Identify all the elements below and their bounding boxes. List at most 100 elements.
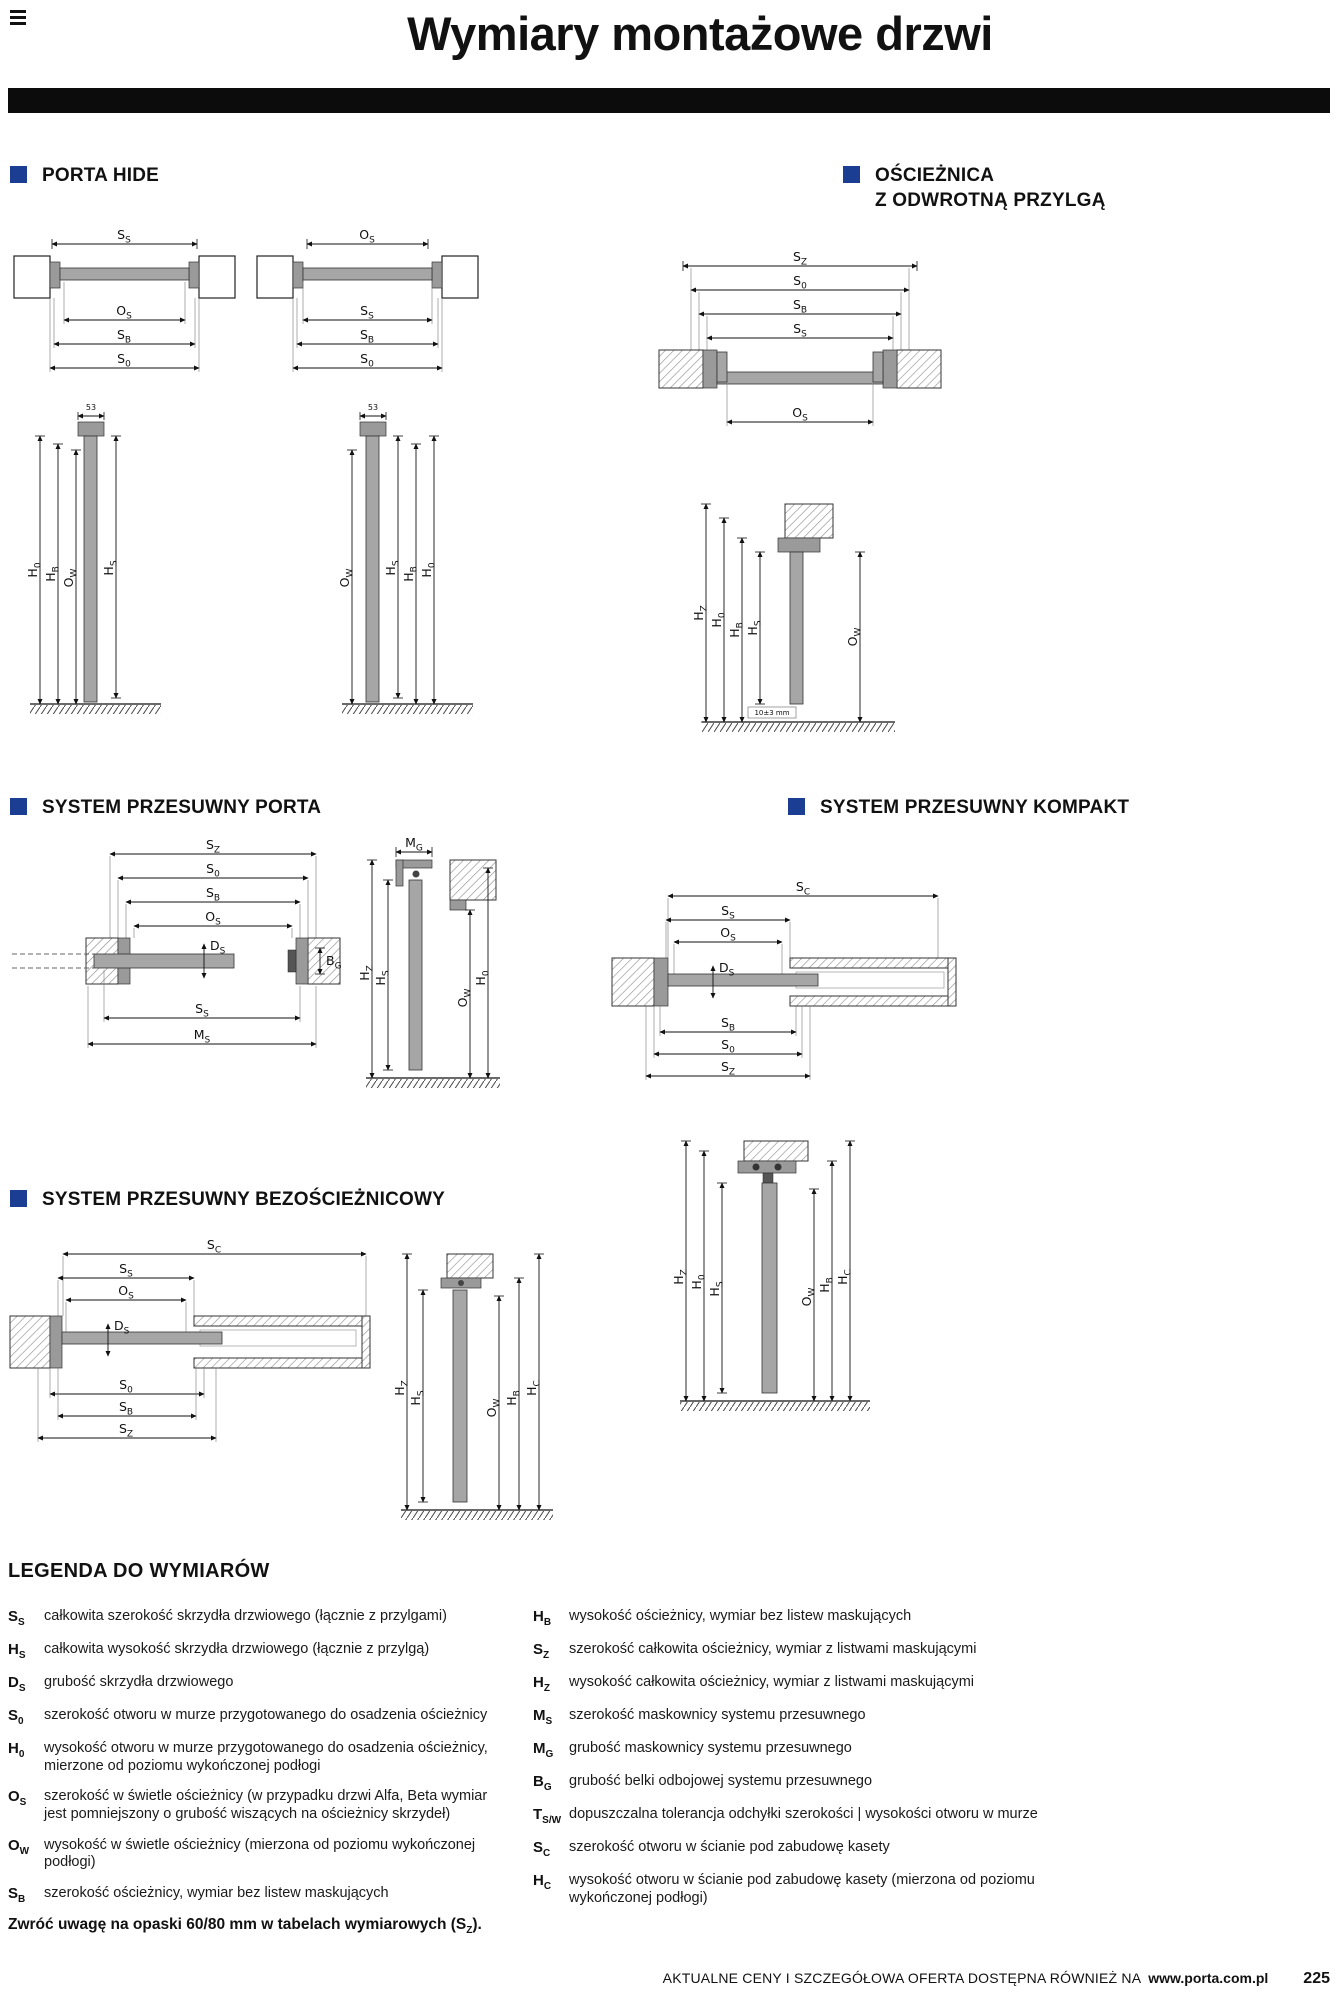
legend-symbol: H0 bbox=[8, 1740, 44, 1760]
dim-h0: H0 bbox=[709, 517, 729, 723]
wall-right bbox=[441, 255, 479, 299]
dim-hb: HB bbox=[817, 1160, 837, 1402]
dim-ow: OW bbox=[799, 1188, 819, 1402]
footer-link[interactable]: www.porta.com.pl bbox=[1148, 1970, 1269, 1986]
frame-profile-left bbox=[49, 261, 61, 289]
dim-sc: SC bbox=[62, 1237, 367, 1316]
symbol-sub: S bbox=[19, 1797, 27, 1809]
svg-text:OW: OW bbox=[455, 989, 474, 1008]
dim-h0: H0 bbox=[473, 867, 493, 1079]
legend-text: wysokość otworu w ścianie pod zabudowę k… bbox=[569, 1872, 1035, 1906]
svg-text:SZ: SZ bbox=[793, 249, 807, 268]
dim-hz: HZ bbox=[357, 859, 377, 1079]
symbol-main: S bbox=[8, 1885, 19, 1903]
svg-text:SB: SB bbox=[206, 885, 220, 904]
section-header-przesuwny-porta: SYSTEM PRZESUWNY PORTA bbox=[10, 796, 321, 821]
legend-symbol: HS bbox=[8, 1641, 44, 1661]
legend-text: wysokość ościeżnicy, wymiar bez listew m… bbox=[569, 1608, 912, 1624]
svg-text:H0: H0 bbox=[689, 1274, 708, 1289]
frame-head-profile bbox=[77, 421, 105, 437]
frame-profile-right bbox=[188, 261, 200, 289]
dim-hs: HS bbox=[383, 435, 403, 699]
buffer-beam bbox=[287, 949, 297, 973]
symbol-sub: C bbox=[543, 1881, 552, 1892]
page-title: Wymiary montażowe drzwi bbox=[407, 7, 993, 60]
diagram-porta-hide-plan-2: OS SS SB S0 bbox=[256, 227, 479, 372]
svg-text:OS: OS bbox=[116, 303, 132, 322]
svg-text:DS: DS bbox=[210, 938, 226, 957]
door-leaf bbox=[61, 1331, 223, 1345]
symbol-main: B bbox=[533, 1773, 544, 1790]
svg-text:SS: SS bbox=[360, 303, 374, 322]
svg-text:OW: OW bbox=[61, 569, 80, 588]
legend-symbol: SC bbox=[533, 1839, 569, 1859]
symbol-sub: Z bbox=[543, 1683, 550, 1694]
svg-text:HB: HB bbox=[817, 1277, 836, 1293]
header-bar bbox=[8, 88, 1330, 113]
legend-title: LEGENDA DO WYMIARÓW bbox=[8, 1560, 270, 1582]
dim-os: OS bbox=[726, 384, 874, 426]
svg-text:SS: SS bbox=[119, 1261, 133, 1280]
menu-icon[interactable] bbox=[10, 10, 26, 25]
wall-right bbox=[307, 937, 341, 985]
page-number: 225 bbox=[1303, 1970, 1330, 1987]
symbol-main: S bbox=[8, 1707, 19, 1724]
door-leaf bbox=[83, 435, 98, 703]
dim-ds: DS bbox=[201, 938, 226, 979]
symbol-sub: S bbox=[18, 1650, 26, 1661]
floor-hatch bbox=[702, 723, 895, 732]
svg-text:OW: OW bbox=[799, 1288, 818, 1307]
legend-symbol: SZ bbox=[533, 1641, 569, 1661]
legend-symbol: OS bbox=[8, 1788, 44, 1808]
cassette-cap bbox=[361, 1315, 371, 1369]
svg-text:H0: H0 bbox=[25, 562, 44, 577]
legend-symbol: DS bbox=[8, 1674, 44, 1694]
legend-symbol: S0 bbox=[8, 1707, 44, 1727]
svg-text:HB: HB bbox=[43, 566, 62, 582]
svg-text:BG: BG bbox=[326, 953, 342, 972]
symbol-main: D bbox=[8, 1674, 19, 1691]
symbol-sub: B bbox=[18, 1894, 26, 1906]
dim-h0: H0 bbox=[25, 435, 45, 705]
door-leaf bbox=[716, 371, 884, 385]
frame-head-profile bbox=[777, 537, 821, 553]
dim-53: 53 bbox=[77, 403, 105, 420]
dim-hb: HB bbox=[43, 443, 63, 705]
svg-text:S0: S0 bbox=[360, 351, 374, 370]
svg-text:HC: HC bbox=[524, 1380, 543, 1396]
dim-hz: HZ bbox=[671, 1140, 691, 1402]
section-bullet bbox=[788, 798, 805, 815]
symbol-main: M bbox=[533, 1707, 546, 1724]
door-leaf bbox=[302, 267, 433, 281]
floor-hatch bbox=[401, 1511, 553, 1520]
legend-text: grubość maskownicy systemu przesuwnego bbox=[569, 1740, 852, 1756]
legend-text: wysokość całkowita ościeżnicy, wymiar z … bbox=[569, 1674, 975, 1690]
dim-s0: S0 bbox=[49, 298, 200, 372]
frame-profile-left bbox=[702, 349, 718, 389]
diagram-bezoscieznicowy-plan: SC SS OS DS S0 SB SZ bbox=[9, 1237, 371, 1442]
legend-text: szerokość całkowita ościeżnicy, wymiar z… bbox=[569, 1641, 977, 1657]
legend-symbol: MG bbox=[533, 1740, 569, 1760]
dim-sc: SC bbox=[667, 879, 939, 958]
svg-text:OW: OW bbox=[337, 569, 356, 588]
dim-hb: HB bbox=[727, 537, 747, 723]
cassette-wall-back bbox=[193, 1357, 363, 1369]
legend-symbol: HC bbox=[533, 1872, 569, 1892]
door-leaf bbox=[59, 267, 190, 281]
legend-text: szerokość maskownicy systemu przesuwnego bbox=[569, 1707, 866, 1723]
wall-right bbox=[198, 255, 236, 299]
dim-ss: SS bbox=[51, 227, 198, 249]
legend-text: szerokość otworu w murze przygotowanego … bbox=[44, 1707, 488, 1723]
svg-text:SB: SB bbox=[793, 297, 807, 316]
section-title: SYSTEM PRZESUWNY BEZOŚCIEŻNICOWY bbox=[42, 1189, 445, 1210]
frame-head-profile bbox=[359, 421, 387, 437]
tolerance-note: 10±3 mm bbox=[747, 706, 797, 719]
door-leaf bbox=[761, 1182, 778, 1394]
diagram-porta-hide-section-1: 53 H0 HB OW HS bbox=[25, 403, 161, 714]
symbol-sub: 0 bbox=[18, 1716, 24, 1727]
svg-text:OS: OS bbox=[359, 227, 375, 246]
